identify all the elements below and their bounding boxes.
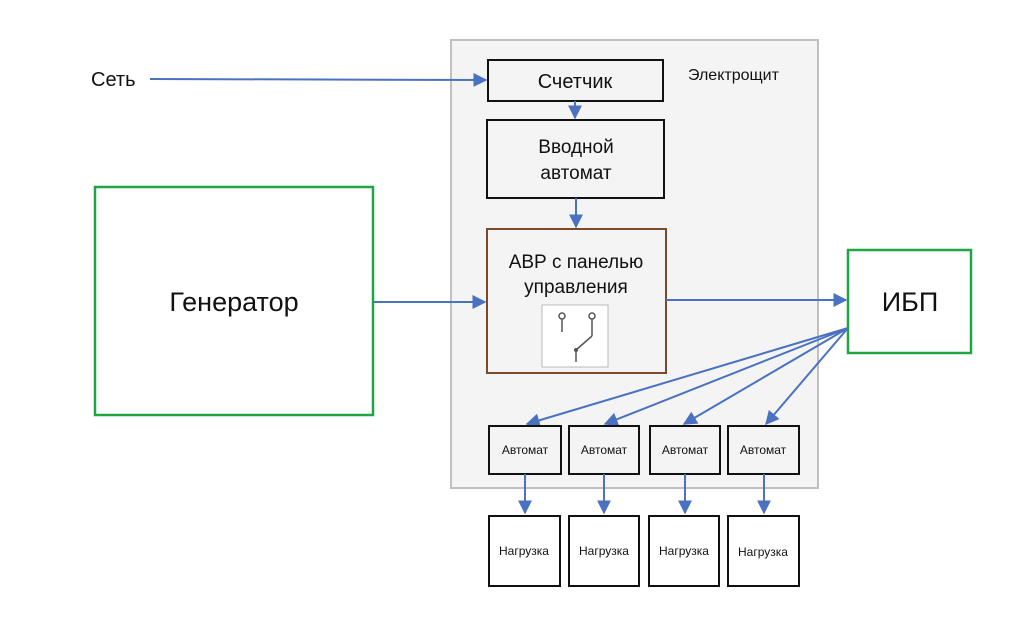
grid-to-meter-arrow xyxy=(149,72,488,87)
load-label: Нагрузка xyxy=(738,545,788,559)
ups-to-breaker-2-arrow xyxy=(603,327,849,426)
ups-label: ИБП xyxy=(882,287,939,317)
generator-label: Генератор xyxy=(169,287,298,317)
main-breaker-label-line2: автомат xyxy=(540,163,612,184)
ats-label-line2: управления xyxy=(524,277,628,298)
ups-to-breaker-1-arrow xyxy=(525,327,849,428)
ups-box xyxy=(846,248,973,355)
ups-to-breaker-3-arrow xyxy=(682,327,849,425)
breaker-2: Автомат xyxy=(568,425,640,475)
breaker-label: Автомат xyxy=(662,443,709,457)
generator-box xyxy=(93,185,375,417)
ats-label-line1: АВР с панелью xyxy=(509,252,644,273)
ups-to-breaker-4-arrow xyxy=(765,327,849,426)
load-1: Нагрузка xyxy=(488,515,561,587)
breaker-label: Автомат xyxy=(581,443,628,457)
load-label: Нагрузка xyxy=(579,544,629,558)
load-label: Нагрузка xyxy=(499,544,549,558)
grid-label: Сеть xyxy=(91,69,135,91)
panel-label: Электрощит xyxy=(688,67,780,84)
breaker-4: Автомат xyxy=(727,425,800,475)
load-2: Нагрузка xyxy=(568,515,640,587)
breaker-1: Автомат xyxy=(488,425,562,475)
meter-box xyxy=(487,59,664,102)
main-breaker-label-line1: Вводной xyxy=(538,137,613,158)
breaker-label: Автомат xyxy=(740,443,787,457)
main-breaker-box xyxy=(486,119,665,199)
load-4: Нагрузка xyxy=(727,515,800,587)
meter-label: Счетчик xyxy=(538,71,613,93)
transfer-switch-icon xyxy=(541,304,609,368)
load-label: Нагрузка xyxy=(659,544,709,558)
breaker-3: Автомат xyxy=(649,425,721,475)
breaker-label: Автомат xyxy=(502,443,549,457)
load-3: Нагрузка xyxy=(648,515,720,587)
